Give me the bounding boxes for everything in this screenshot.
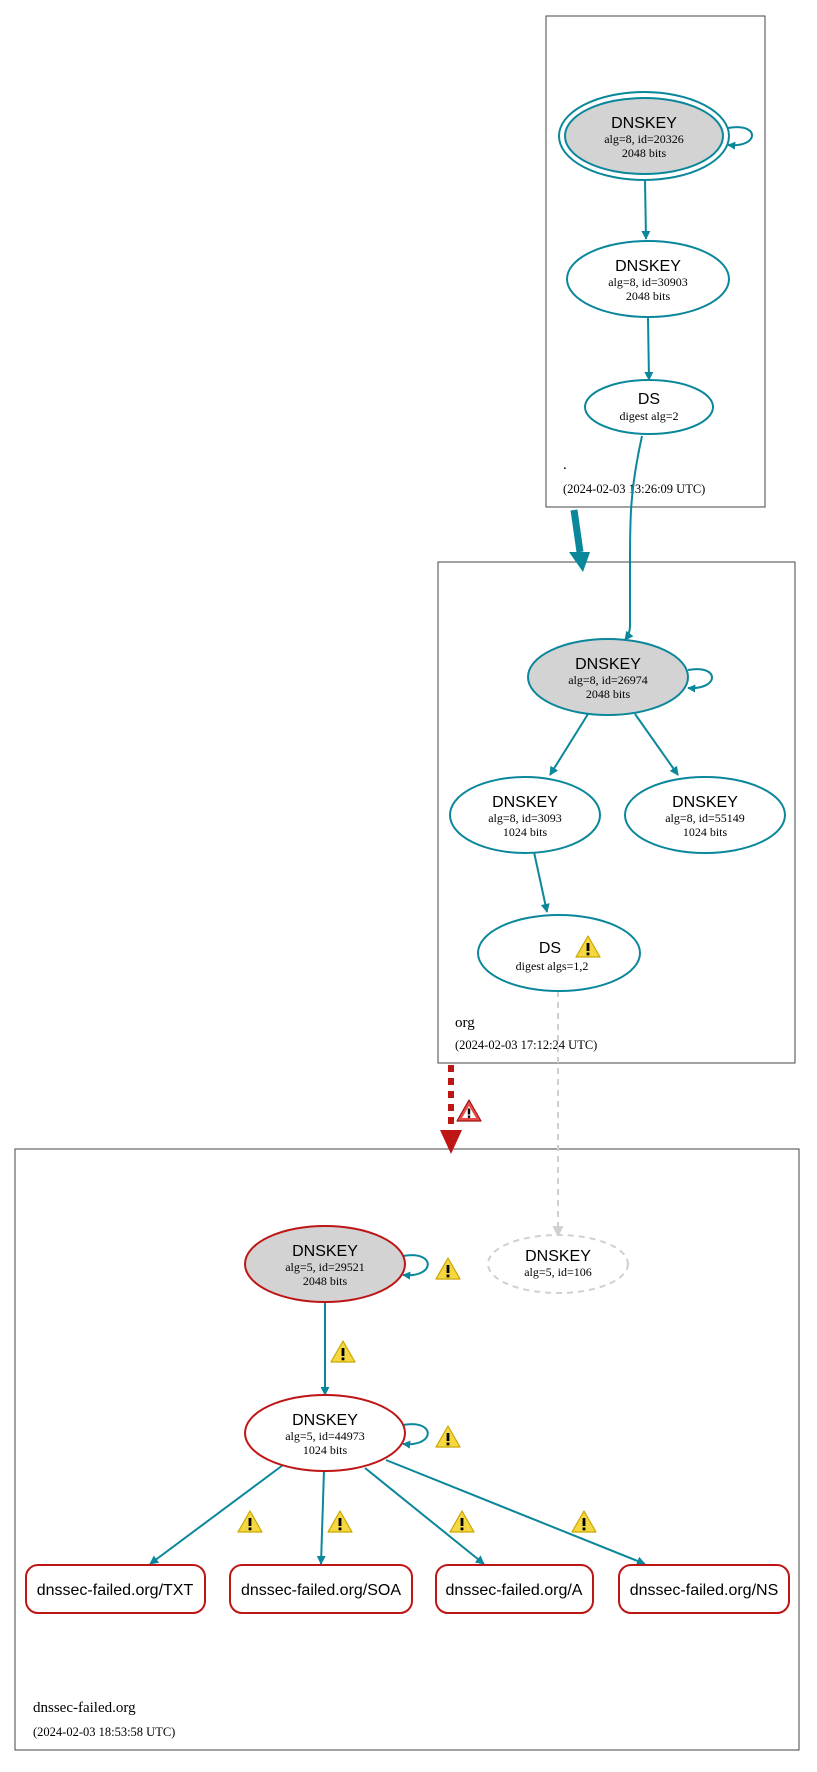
zone-dnssec-failed-box: [14, 1148, 800, 1751]
zone-org-box: [437, 561, 796, 1064]
node-org-zsk2-line2: 1024 bits: [683, 825, 728, 839]
edge-org-ksk-self: [687, 668, 713, 693]
node-root-ksk-line2: 2048 bits: [622, 146, 667, 160]
node-df-missing-key-line1: alg=5, id=106: [524, 1265, 592, 1279]
zone-dnssec-failed-name: dnssec-failed.org: [33, 1700, 136, 1716]
node-org-zsk2-title: DNSKEY: [672, 794, 738, 811]
edge-df-ksk-self: [402, 1254, 429, 1280]
node-df-missing-key-title: DNSKEY: [525, 1248, 591, 1265]
node-df-zsk-line2: 1024 bits: [303, 1443, 348, 1457]
edge-org-ksk-zsk2: [634, 713, 679, 776]
edge-df-zsk-self: [402, 1423, 429, 1449]
node-org-ds: DS digest algs=1,2: [477, 914, 641, 992]
error-icon[interactable]: [456, 1099, 482, 1122]
edge-df-zsk-a: [364, 1467, 485, 1565]
record-ns: dnssec-failed.org/NS: [618, 1564, 790, 1614]
warning-icon[interactable]: [330, 1340, 356, 1363]
zone-root: . (2024-02-03 13:26:09 UTC): [545, 15, 766, 508]
edge-df-zsk-soa: [316, 1469, 326, 1565]
record-soa: dnssec-failed.org/SOA: [229, 1564, 413, 1614]
node-root-zsk: DNSKEY alg=8, id=30903 2048 bits: [566, 240, 730, 318]
zone-org-timestamp: (2024-02-03 17:12:24 UTC): [455, 1038, 597, 1052]
warning-icon[interactable]: [435, 1425, 461, 1448]
edge-org-ksk-zsk1: [549, 713, 589, 776]
node-df-zsk-title: DNSKEY: [292, 1412, 358, 1429]
edge-org-zsk1-ds: [533, 851, 550, 913]
edge-df-zsk-ns: [385, 1459, 646, 1566]
node-org-zsk1-title: DNSKEY: [492, 794, 558, 811]
node-root-zsk-line2: 2048 bits: [626, 289, 671, 303]
warning-icon[interactable]: [327, 1510, 353, 1533]
warning-icon[interactable]: [435, 1257, 461, 1280]
node-org-zsk2: DNSKEY alg=8, id=55149 1024 bits: [624, 776, 786, 854]
node-org-zsk1-line2: 1024 bits: [503, 825, 548, 839]
zone-dnssec-failed-timestamp: (2024-02-03 18:53:58 UTC): [33, 1725, 175, 1739]
edge-root-ksk-zsk: [641, 179, 651, 240]
node-org-ds-line1: digest algs=1,2: [516, 959, 589, 973]
edge-df-zsk-txt: [149, 1464, 284, 1565]
node-df-ksk-line1: alg=5, id=29521: [285, 1260, 365, 1274]
node-df-zsk-line1: alg=5, id=44973: [285, 1429, 365, 1443]
node-org-zsk2-line1: alg=8, id=55149: [665, 811, 745, 825]
edge-delegation-org-df-head: [440, 1130, 462, 1154]
node-df-ksk-title: DNSKEY: [292, 1243, 358, 1260]
node-org-ksk: DNSKEY alg=8, id=26974 2048 bits: [527, 638, 689, 716]
warning-icon[interactable]: [571, 1510, 597, 1533]
edge-root-ds-org-ksk: [624, 435, 643, 641]
node-root-ds-title: DS: [638, 391, 660, 408]
zone-org: org (2024-02-03 17:12:24 UTC): [437, 561, 796, 1064]
node-root-ksk: DNSKEY alg=8, id=20326 2048 bits: [558, 91, 730, 181]
node-org-zsk1: DNSKEY alg=8, id=3093 1024 bits: [449, 776, 601, 854]
record-a-label: dnssec-failed.org/A: [446, 1582, 583, 1599]
zone-dnssec-failed: dnssec-failed.org (2024-02-03 18:53:58 U…: [14, 1148, 800, 1751]
edges: [149, 126, 753, 1566]
node-df-ksk: DNSKEY alg=5, id=29521 2048 bits: [244, 1225, 406, 1303]
node-org-ds-title: DS: [539, 940, 561, 957]
node-df-missing-key: DNSKEY alg=5, id=106: [487, 1234, 629, 1294]
node-root-ds: DS digest alg=2: [584, 379, 714, 435]
node-df-ksk-line2: 2048 bits: [303, 1274, 348, 1288]
edge-root-zsk-ds: [644, 317, 654, 381]
record-txt: dnssec-failed.org/TXT: [25, 1564, 206, 1614]
warning-icon[interactable]: [449, 1510, 475, 1533]
node-root-zsk-line1: alg=8, id=30903: [608, 275, 688, 289]
node-root-zsk-title: DNSKEY: [615, 258, 681, 275]
node-org-ksk-title: DNSKEY: [575, 656, 641, 673]
node-root-ds-line1: digest alg=2: [619, 409, 678, 423]
zone-root-name: .: [563, 457, 567, 473]
record-ns-label: dnssec-failed.org/NS: [630, 1582, 779, 1599]
record-soa-label: dnssec-failed.org/SOA: [241, 1582, 401, 1599]
node-org-ksk-line2: 2048 bits: [586, 687, 631, 701]
zone-root-box: [545, 15, 766, 508]
zone-root-timestamp: (2024-02-03 13:26:09 UTC): [563, 482, 705, 496]
node-df-zsk: DNSKEY alg=5, id=44973 1024 bits: [244, 1394, 406, 1472]
edge-root-ksk-self: [727, 126, 753, 150]
edge-delegation-root-org: [570, 509, 584, 553]
record-a: dnssec-failed.org/A: [435, 1564, 594, 1614]
node-root-ksk-line1: alg=8, id=20326: [604, 132, 684, 146]
node-org-zsk1-line1: alg=8, id=3093: [488, 811, 562, 825]
warning-icon[interactable]: [237, 1510, 263, 1533]
node-root-ksk-title: DNSKEY: [611, 115, 677, 132]
node-org-ksk-line1: alg=8, id=26974: [568, 673, 648, 687]
record-txt-label: dnssec-failed.org/TXT: [37, 1582, 194, 1599]
zone-org-name: org: [455, 1015, 475, 1031]
edge-delegation-root-org-head: [569, 552, 590, 572]
